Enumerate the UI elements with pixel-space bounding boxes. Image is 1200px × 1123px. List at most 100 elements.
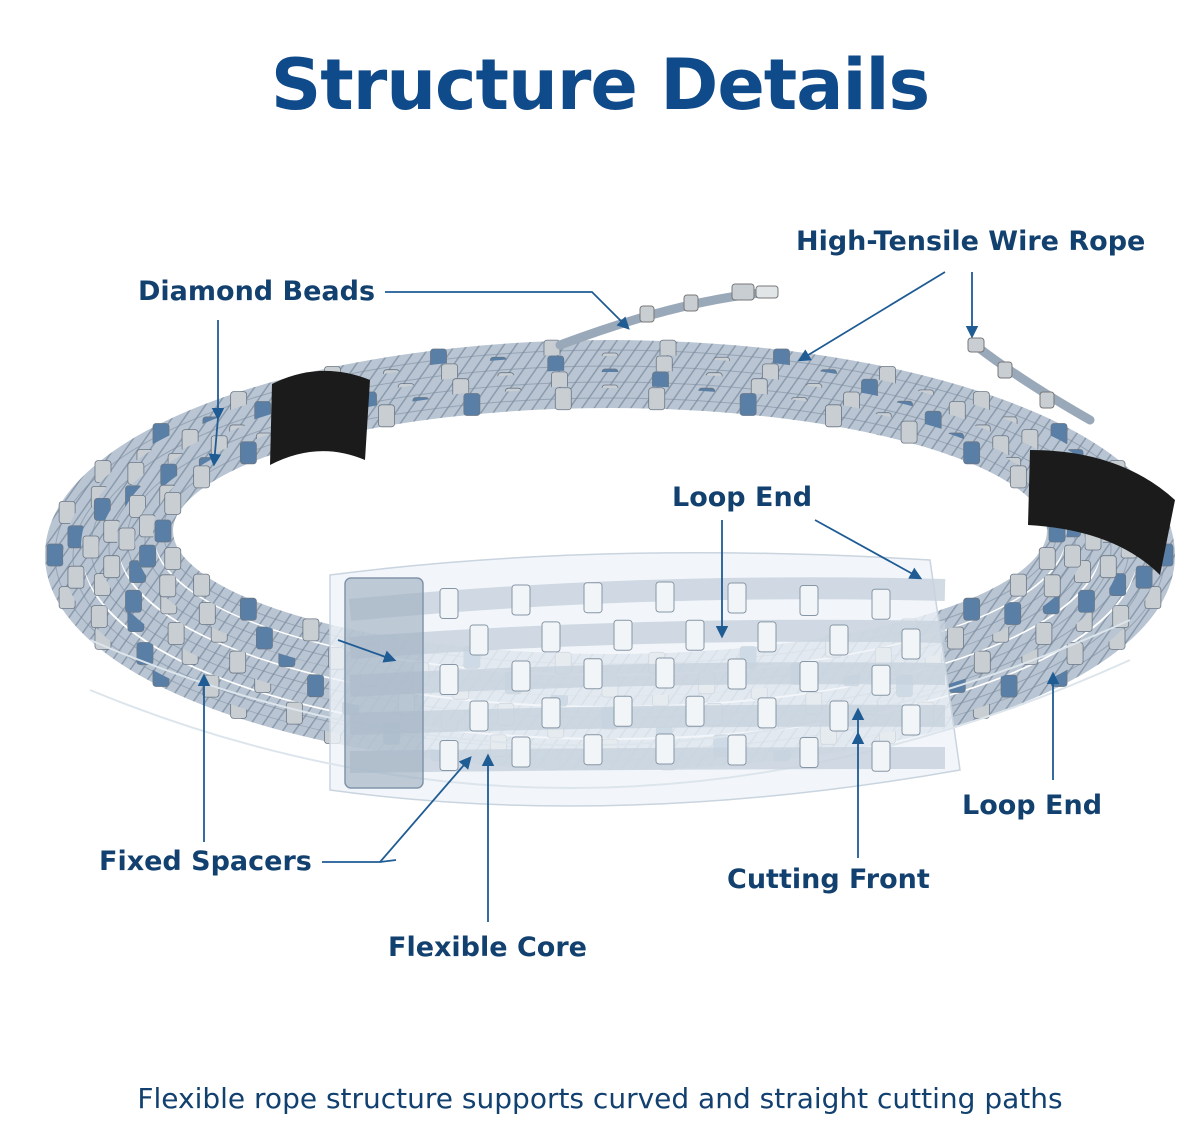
caption: Flexible rope structure supports curved … [137,1082,1063,1115]
diamond-bead [125,589,142,613]
cutaway-bead [541,697,561,729]
callout-lines [197,271,1060,922]
cutaway-rope [349,747,946,773]
cutaway-bead [439,740,459,772]
diamond-bead [129,494,146,518]
label-flexible-core: Flexible Core [388,932,587,963]
diamond-bead [1009,465,1027,489]
cutaway-bead [757,697,777,729]
diamond-bead [1038,547,1056,571]
diamond-bead [963,441,981,465]
cutaway-bead [439,664,459,696]
label-diamond-beads: Diamond Beads [138,276,376,307]
diamond-bead [1004,602,1022,625]
cutaway-bead [829,700,849,732]
diamond-bead [239,597,257,621]
cutaway-bead [901,704,921,736]
loose-end-right [967,337,1095,425]
cutaway-bead [511,584,531,616]
cutaway-bead [871,740,891,772]
diamond-bead [378,404,395,428]
diamond-bead [67,565,85,589]
diamond-bead [118,527,136,551]
cutaway-bead [613,619,633,651]
leader-sleeve [337,639,397,663]
cutaway-rope [348,577,946,621]
label-cutting-front: Cutting Front [727,864,930,895]
cutaway-bead [583,658,603,690]
diamond-bead [1135,565,1153,589]
strap-left [270,370,370,465]
diamond-bead [164,547,182,571]
diamond-bead [1009,573,1027,597]
cutaway-bead [727,582,747,614]
leader-fixed-spacers [322,859,397,863]
cutaway-bead [541,621,561,653]
cutaway-bead [799,737,819,769]
cutaway-bead [469,700,489,732]
cutaway-bead [727,658,747,690]
diamond-bead [159,574,177,598]
page-title: Structure Details [270,44,930,126]
diamond-bead [285,701,303,725]
diamond-bead [136,642,154,665]
cutaway-bead [583,582,603,614]
diamond-bead [167,622,185,645]
flexible-core-band [344,577,424,789]
diamond-bead [229,650,247,674]
diamond-bead [307,674,324,698]
cutaway-bead [655,733,675,765]
diamond-bead [1099,555,1117,579]
label-loop-end-right: Loop End [962,790,1103,821]
diamond-bead [825,404,842,428]
cutaway-bead [829,624,849,656]
diamond-bead [947,626,964,650]
leader-fixed-spacers-diag [379,756,472,863]
cutaway-bead [511,736,531,768]
diamond-bead [256,626,273,650]
cutaway-rope [349,619,946,659]
diamond-bead [58,500,76,524]
cutaway-bead [871,588,891,620]
leader-diamond-beads [385,291,630,330]
diamond-bead [239,441,257,465]
diamond-bead [302,618,320,642]
cutaway-bead [799,585,819,617]
diamond-bead [103,555,121,579]
diamond-bead [1035,622,1053,645]
diamond-bead [648,387,666,411]
diamond-bead [46,543,64,567]
cutaway-bead [511,660,531,692]
diamond-bead [1043,574,1061,598]
label-high-tensile-wire-rope: High-Tensile Wire Rope [796,226,1146,257]
cutaway-bead [685,695,705,727]
diamond-bead [554,387,572,411]
diamond-bead [1064,544,1081,568]
cutaway-bead [613,695,633,727]
diamond-bead [193,465,211,489]
cutaway-bead [469,624,489,656]
cutaway-bead [655,657,675,689]
cutaway-rope-rows [348,577,946,773]
label-loop-end-top: Loop End [672,482,813,513]
diamond-bead [739,393,757,416]
label-fixed-spacers: Fixed Spacers [99,846,312,877]
diamond-bead [93,497,111,521]
diamond-bead [198,602,216,625]
diamond-bead [1000,674,1018,698]
diamond-bead [193,573,211,597]
loose-end-top [555,283,779,350]
diamond-bead [82,535,100,559]
cutaway-bead [871,664,891,696]
diamond-bead [139,544,156,568]
cutaway-rope [349,662,946,697]
cutaway-bead [799,661,819,693]
cutaway-bead [727,734,747,766]
diamond-bead [90,605,108,629]
cutaway-bead [685,619,705,651]
diamond-bead [463,393,481,416]
diamond-bead [900,420,918,444]
cutaway-bead [583,734,603,766]
